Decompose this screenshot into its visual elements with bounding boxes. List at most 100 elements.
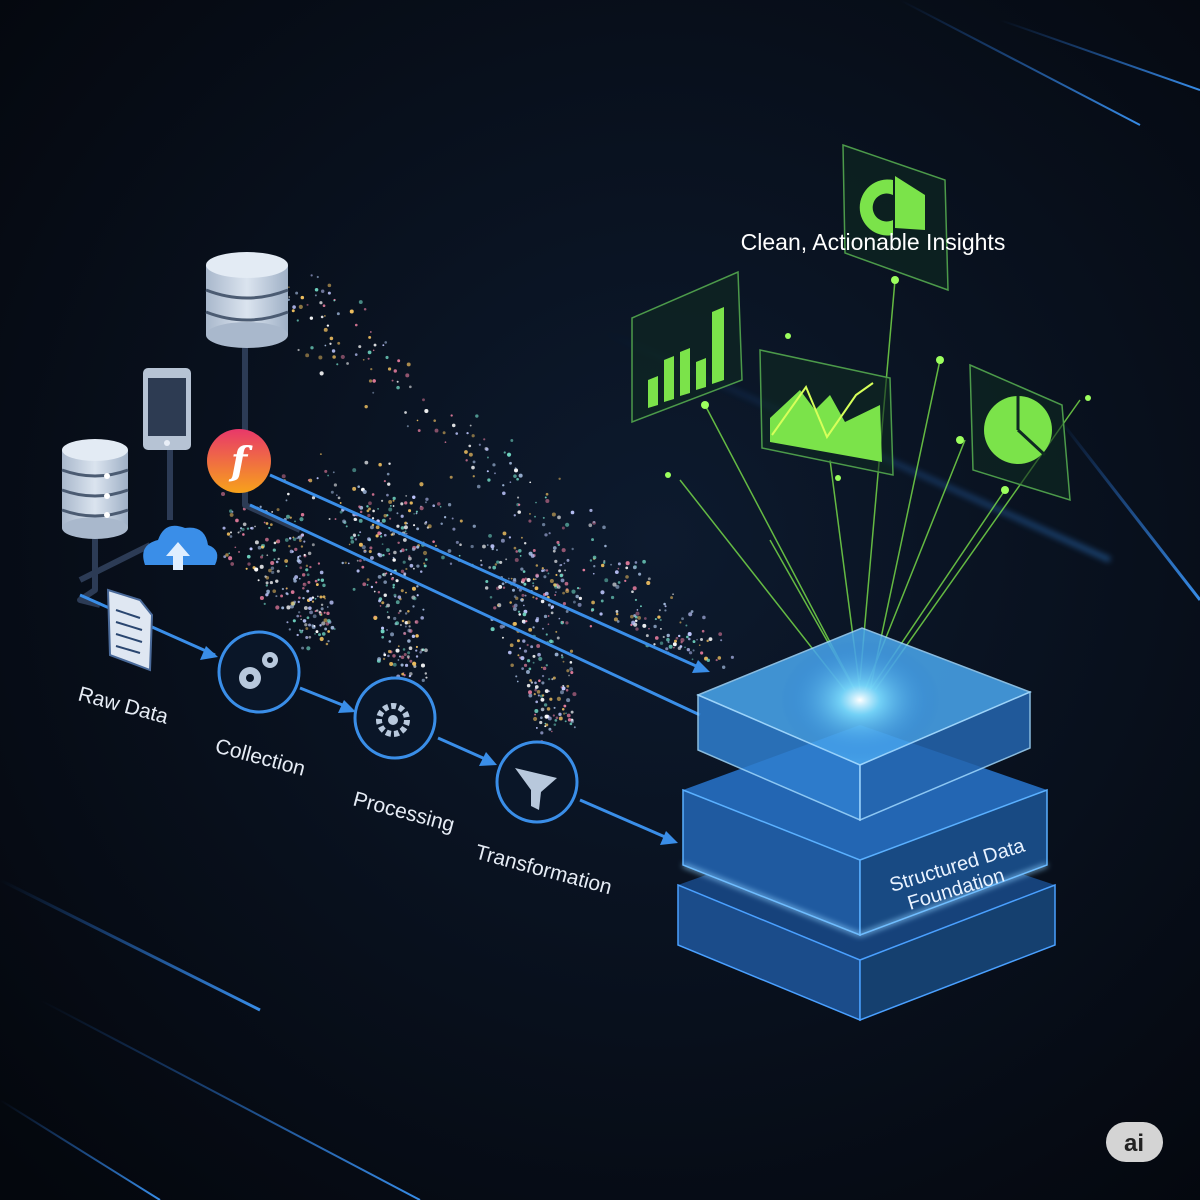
particle	[400, 569, 405, 574]
particle	[532, 654, 536, 658]
particle	[354, 323, 358, 327]
particle	[539, 720, 543, 725]
particle	[717, 656, 722, 660]
particle	[411, 547, 416, 551]
particle	[411, 586, 417, 591]
particle	[551, 512, 556, 517]
particle	[535, 564, 539, 567]
particle	[562, 660, 565, 663]
particle	[372, 509, 375, 513]
particle	[318, 355, 323, 360]
particle	[310, 274, 313, 277]
particle	[270, 566, 275, 570]
particle	[397, 541, 400, 545]
particle	[416, 419, 419, 422]
particle	[476, 484, 481, 489]
particle	[254, 525, 256, 528]
particle	[419, 506, 424, 511]
particle	[514, 557, 519, 562]
particle	[715, 658, 718, 662]
particle	[409, 672, 413, 676]
particle	[631, 590, 634, 594]
particle	[401, 672, 405, 676]
particle	[368, 335, 372, 339]
particle	[544, 591, 549, 596]
particle	[624, 579, 627, 582]
particle	[316, 595, 319, 598]
particle	[263, 521, 266, 524]
particle	[519, 555, 522, 557]
particle	[273, 541, 277, 545]
particle	[277, 557, 280, 561]
particle	[247, 562, 251, 566]
particle	[541, 523, 546, 527]
particle	[512, 577, 517, 582]
particle	[592, 572, 595, 575]
particle	[702, 615, 706, 620]
particle	[415, 512, 418, 515]
ai-badge: ai	[1106, 1122, 1163, 1162]
particle	[392, 654, 396, 658]
particle	[521, 667, 524, 670]
particle	[513, 474, 517, 478]
particle	[415, 634, 419, 638]
particle	[298, 304, 303, 309]
structured-data-foundation	[677, 627, 1056, 1022]
particle	[349, 309, 354, 314]
particle	[501, 582, 505, 586]
particle	[350, 536, 354, 540]
particle	[323, 327, 328, 332]
particle	[567, 718, 572, 722]
particle	[326, 618, 331, 623]
particle	[634, 619, 638, 623]
particle	[573, 726, 576, 729]
particle	[507, 577, 510, 580]
particle	[686, 635, 689, 639]
particle	[234, 546, 237, 549]
particle	[668, 644, 673, 649]
particle	[528, 667, 532, 671]
particle	[552, 549, 556, 553]
particle	[544, 689, 549, 693]
particle	[526, 669, 530, 674]
particle	[553, 583, 557, 587]
particle	[532, 596, 535, 599]
particle	[534, 578, 537, 581]
gauge-chart-panel	[842, 143, 949, 292]
particle	[379, 605, 382, 607]
particle	[406, 522, 409, 525]
particle	[409, 659, 413, 663]
particle	[386, 629, 388, 631]
particle	[326, 606, 329, 608]
particle	[541, 708, 544, 712]
particle	[658, 609, 661, 612]
particle	[492, 463, 496, 467]
particle	[311, 624, 315, 627]
particle	[405, 548, 408, 551]
particle	[309, 565, 312, 569]
particle	[254, 567, 259, 572]
particle	[372, 379, 376, 383]
particle	[319, 636, 324, 642]
particle	[323, 315, 326, 317]
particle	[389, 661, 394, 666]
particle	[417, 429, 421, 432]
particle	[510, 577, 513, 580]
particle	[543, 569, 546, 572]
particle	[718, 632, 723, 636]
particle	[309, 316, 314, 320]
particle	[402, 538, 407, 542]
particle	[480, 559, 482, 562]
particle	[288, 545, 291, 548]
particle	[362, 582, 367, 587]
particle	[395, 579, 399, 583]
particle	[548, 690, 551, 693]
particle	[538, 656, 543, 662]
particle	[500, 538, 505, 543]
particle	[238, 550, 241, 553]
particle	[363, 308, 367, 311]
particle	[383, 593, 387, 597]
particle	[313, 625, 316, 627]
particle	[523, 649, 528, 653]
particle	[254, 540, 259, 545]
